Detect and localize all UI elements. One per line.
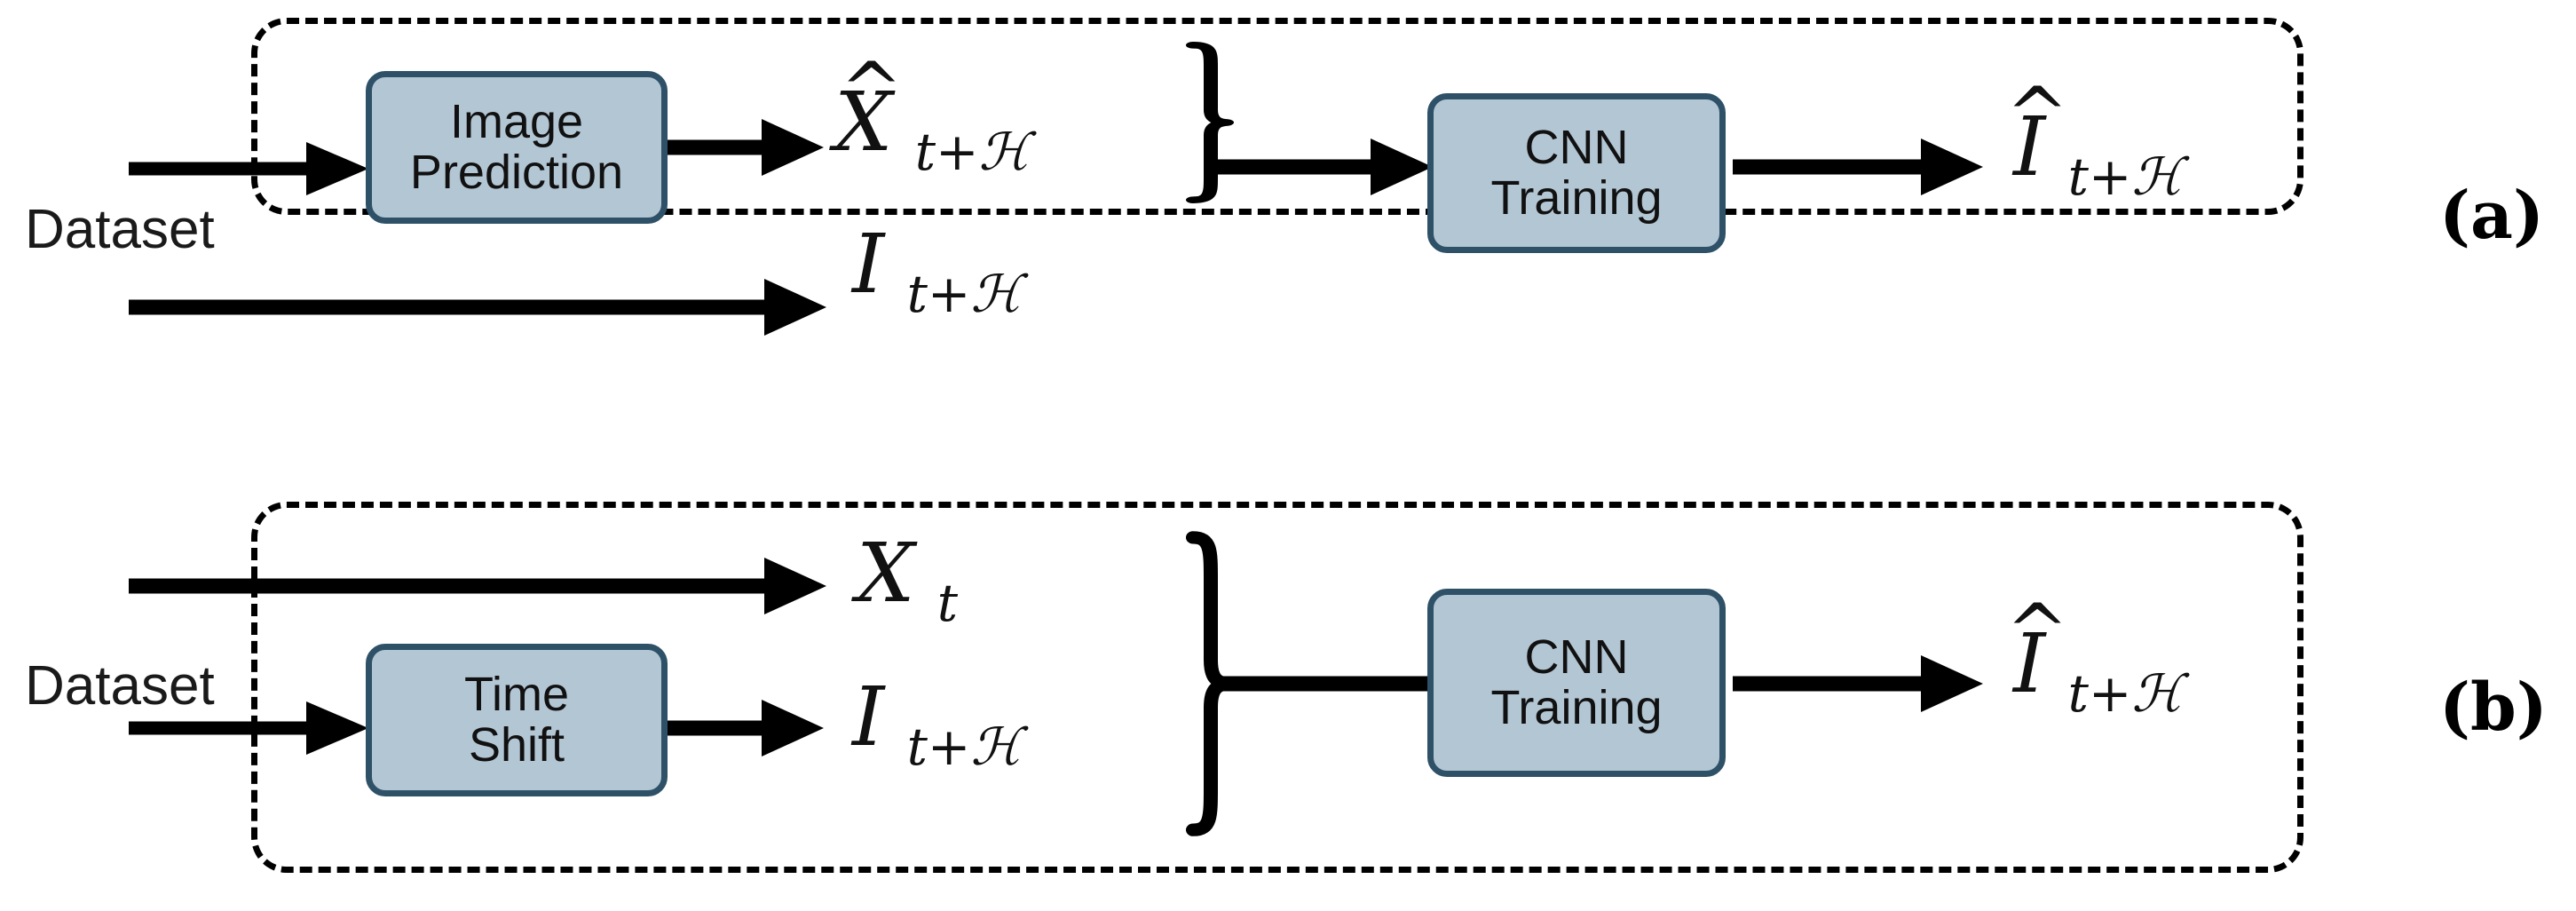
arrow-time-shift-to-i-shifted — [668, 700, 824, 757]
process-box-line2: Shift — [468, 718, 565, 772]
process-box-time-shift[interactable]: Time Shift — [366, 644, 668, 796]
output-subscript: t+ℋ — [2067, 147, 2183, 207]
signal-base-char: I — [852, 217, 885, 312]
process-box-line2: Prediction — [409, 146, 624, 199]
hat-accent-icon: ^ — [840, 44, 904, 133]
output-label-i-hat-a: ^ I t+ℋ — [2006, 76, 2186, 202]
output-base-i: ^ I — [2006, 593, 2072, 711]
process-box-cnn-training-b[interactable]: CNN Training — [1427, 589, 1726, 777]
hat-accent-icon: ^ — [2005, 69, 2069, 158]
process-box-line1: Time — [464, 667, 569, 721]
panel-b-dashed-border — [251, 502, 2303, 873]
output-subscript: t+ℋ — [2067, 663, 2183, 724]
panel-a-dashed-border — [251, 18, 2303, 215]
arrow-dataset-to-time-shift — [129, 701, 368, 755]
dataset-label-b: Dataset — [25, 655, 215, 717]
process-box-line2: Training — [1490, 171, 1663, 225]
hat-accent-icon: ^ — [2005, 586, 2069, 675]
signal-label-x-hat: ^ X t+ℋ — [834, 51, 1033, 178]
dataset-label-a: Dataset — [25, 199, 215, 260]
arrow-brace-to-cnn-training-b — [1214, 676, 1436, 692]
signal-base-x: X — [857, 526, 941, 621]
signal-subscript: t+ℋ — [914, 122, 1030, 182]
arrow-dataset-to-x-t — [129, 558, 826, 614]
output-base-char: I — [2013, 616, 2046, 711]
right-curly-brace-icon-a — [1186, 42, 1234, 203]
signal-base-i: I — [852, 669, 911, 764]
process-box-image-prediction[interactable]: Image Prediction — [366, 71, 668, 224]
signal-base-char: X — [834, 75, 893, 170]
output-label-i-hat-b: ^ I t+ℋ — [2006, 593, 2186, 719]
signal-base-x: ^ X — [834, 51, 919, 170]
arrow-dataset-to-i-groundtruth — [129, 279, 826, 336]
process-box-cnn-training-a[interactable]: CNN Training — [1427, 93, 1726, 253]
process-box-line2: Training — [1490, 681, 1663, 734]
arrow-dataset-to-image-prediction — [129, 142, 368, 195]
arrow-cnn-training-to-output-a — [1733, 139, 1983, 195]
arrow-image-prediction-to-xhat — [668, 119, 824, 176]
signal-base-char: I — [852, 669, 885, 764]
arrow-cnn-training-to-output-b — [1733, 655, 1983, 712]
process-box-line1: CNN — [1524, 630, 1629, 684]
output-base-char: I — [2013, 99, 2046, 194]
signal-label-i-groundtruth: I t+ℋ — [852, 224, 1025, 321]
arrow-brace-to-cnn-training-a — [1214, 139, 1433, 195]
panel-letter-b: (b) — [2439, 669, 2548, 746]
signal-subscript: t+ℋ — [906, 264, 1022, 324]
panel-letter-a: (a) — [2439, 178, 2544, 254]
output-base-i: ^ I — [2006, 76, 2072, 194]
signal-subscript: t+ℋ — [906, 717, 1022, 777]
process-box-line1: Image — [449, 94, 584, 148]
process-box-line1: CNN — [1524, 120, 1629, 174]
signal-label-i-shifted: I t+ℋ — [852, 677, 1025, 773]
signal-label-x-t: X t — [857, 533, 961, 630]
signal-base-i: I — [852, 217, 911, 312]
signal-base-char: X — [857, 526, 915, 621]
signal-subscript: t — [936, 573, 959, 633]
